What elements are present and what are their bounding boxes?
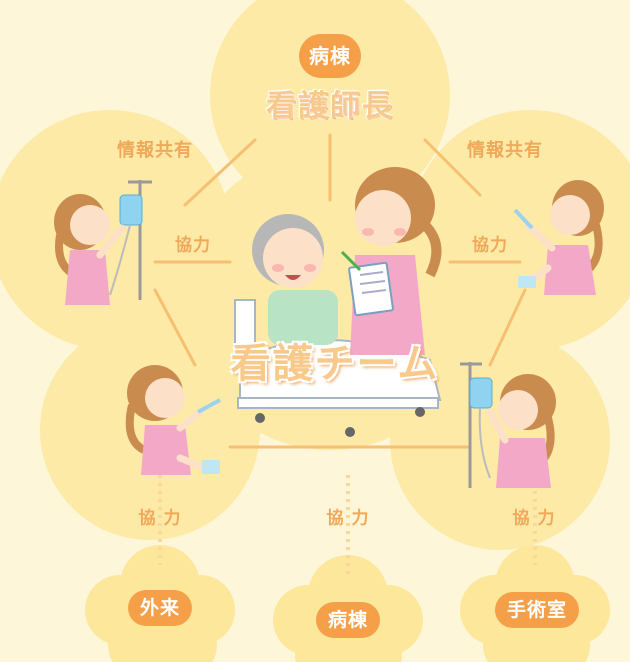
ward-bottom-badge: 病棟: [315, 602, 381, 638]
cooperation-upper-right-label: 協力: [472, 235, 508, 256]
head-nurse-label: 看護師長: [266, 89, 394, 124]
cooperation-bottom-left-label: 協 力: [138, 508, 182, 529]
outpatient-badge: 外来: [127, 590, 193, 626]
info-sharing-left-label: 情報共有: [117, 140, 193, 161]
nurse-bottom-left-syringe-illustration: [125, 365, 221, 475]
nurse-bottom-right-iv-illustration: [460, 362, 556, 488]
operating-room-badge: 手術室: [494, 592, 580, 628]
nurse-left-iv-illustration: [54, 180, 152, 305]
info-sharing-right-label: 情報共有: [467, 140, 543, 161]
connector-lines: [153, 133, 527, 449]
nursing-team-title: 看護チーム: [230, 341, 440, 387]
dashed-connectors: [158, 475, 537, 575]
nurse-clipboard-illustration: [340, 167, 442, 355]
cooperation-bottom-right-label: 協 力: [512, 508, 556, 529]
patient-bed-illustration: [234, 214, 442, 437]
cooperation-bottom-center-label: 協 力: [326, 508, 370, 529]
nurse-right-syringe-illustration: [513, 180, 604, 295]
cooperation-upper-left-label: 協力: [175, 235, 211, 256]
ward-top-badge: 病棟: [299, 34, 361, 78]
small-flower-center-icon: [273, 555, 423, 662]
